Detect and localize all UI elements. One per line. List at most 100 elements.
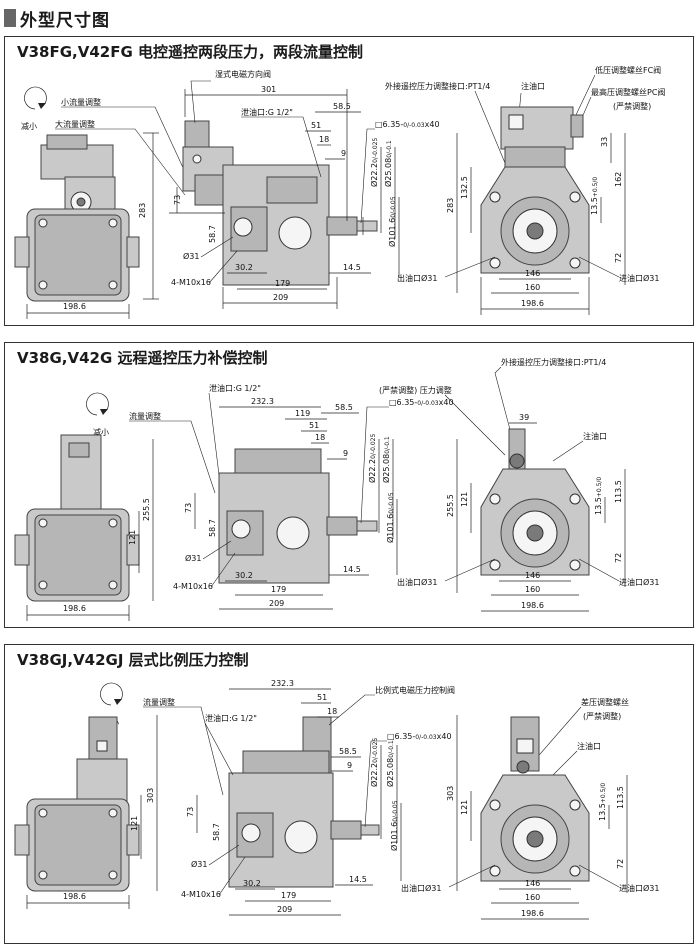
dim-121-right: 121: [460, 800, 469, 815]
inlet-label: 进油口Ø31: [619, 883, 659, 893]
dim-113-5: 113.5: [614, 480, 623, 503]
dim-51: 51: [317, 693, 327, 702]
high-pressure-label: 最高压调整螺丝PC阀: [591, 87, 665, 97]
dim-14-5: 14.5: [343, 565, 361, 574]
flow-label: 流量调整: [129, 411, 161, 421]
shaft-d1: Ø22.20/-0.025: [367, 434, 377, 483]
right-view: [480, 428, 590, 576]
key-label: □6.35-0/-0.03x40: [389, 398, 454, 407]
drain-label: 泄油口:G 1/2": [205, 713, 257, 723]
dim-283-right: 283: [446, 198, 455, 213]
dim-72: 72: [614, 253, 623, 263]
dim-58-7: 58.7: [208, 519, 217, 537]
pilot-d: Ø101.60/-0.05: [385, 492, 395, 543]
panel-gj: V38GJ,V42GJ 层式比例压力控制 减小 流量调整 198.6 303 1…: [4, 644, 694, 944]
dim-51: 51: [309, 421, 319, 430]
ext-port-label: 外接遥控压力调整接口:PT1/4: [385, 81, 490, 91]
low-pressure-label: 低压调整螺丝FC阀: [595, 65, 661, 75]
panel-fg: V38FG,V42FG 电控遥控两段压力，两段流量控制 减小 小流量调整 大流量…: [4, 36, 694, 326]
dim-121-left: 121: [130, 816, 139, 831]
page-title: 外型尺寸图: [20, 10, 110, 31]
dim-209: 209: [273, 293, 288, 302]
small-flow-label: 小流量调整: [61, 97, 101, 107]
dim-198-6-right: 198.6: [521, 299, 544, 308]
dim-33: 33: [600, 137, 609, 147]
dim-119: 119: [295, 409, 310, 418]
fill-port-label: 注油口: [577, 741, 601, 751]
decrease-circle-icon: [86, 392, 109, 416]
flow-label: 流量调整: [143, 697, 175, 707]
panel-g: V38G,V42G 远程遥控压力补偿控制 减小 流量调整 198.6 255.5…: [4, 342, 694, 628]
outlet-label: 出油口Ø31: [401, 883, 441, 893]
dim-283-left: 283: [138, 203, 147, 218]
dim-9: 9: [343, 449, 348, 458]
shaft-d1: Ø22.20/-0.025: [369, 138, 379, 187]
shaft-d2: Ø25.080/-0.1: [381, 436, 391, 483]
dim-198-6-right: 198.6: [521, 601, 544, 610]
dim-198-6-right: 198.6: [521, 909, 544, 918]
dim-160: 160: [525, 283, 540, 292]
dim-18: 18: [327, 707, 337, 716]
pressure-label: (严禁调整) 压力调整: [379, 385, 452, 395]
dim-121-left: 121: [128, 530, 137, 545]
middle-view: [218, 448, 378, 584]
key-label: □6.35-0/-0.03x40: [387, 732, 452, 741]
decrease-label: 减小: [93, 427, 109, 437]
dim-179: 179: [275, 279, 290, 288]
side-view-left: [14, 134, 140, 302]
dim-73: 73: [186, 807, 195, 817]
header-square-icon: [4, 9, 16, 27]
right-view: [480, 106, 590, 274]
ext-port-label: 外接遥控压力调整接口:PT1/4: [501, 357, 606, 367]
large-flow-label: 大流量调整: [55, 119, 95, 129]
side-view-left: [14, 716, 140, 892]
dim-179: 179: [271, 585, 286, 594]
dim-18: 18: [319, 135, 329, 144]
middle-view: [182, 120, 378, 286]
middle-view: [228, 716, 380, 888]
shaft-d2: Ø25.080/-0.1: [385, 740, 395, 787]
inlet-label: 进油口Ø31: [619, 273, 659, 283]
drawing-fg: 减小 小流量调整 大流量调整 198.6 283: [14, 65, 665, 319]
dim-303-left: 303: [146, 788, 155, 803]
dim-51: 51: [311, 121, 321, 130]
bolt-label: 4-M10x16: [171, 278, 211, 287]
drain-label: 泄油口:G 1/2": [209, 383, 261, 393]
dim-73: 73: [173, 195, 182, 205]
port-d-label: Ø31: [185, 553, 201, 563]
port-d-label: Ø31: [191, 859, 207, 869]
dim-146: 146: [525, 879, 540, 888]
pilot-d: Ø101.60/-0.05: [387, 196, 397, 247]
inlet-label: 进油口Ø31: [619, 577, 659, 587]
dim-73: 73: [184, 503, 193, 513]
dim-198-6-left: 198.6: [63, 892, 86, 901]
bolt-label: 4-M10x16: [173, 582, 213, 591]
dim-13-5: 13.5+0.5/0: [590, 177, 599, 215]
dim-13-5: 13.5+0.5/0: [594, 477, 603, 515]
dim-121-right: 121: [460, 492, 469, 507]
decrease-label: 减小: [21, 121, 37, 131]
outlet-label: 出油口Ø31: [397, 273, 437, 283]
dim-301: 301: [261, 85, 276, 94]
dim-9: 9: [347, 761, 352, 770]
diff-pressure-label: 差压调整螺丝: [581, 697, 629, 707]
dim-209: 209: [277, 905, 292, 914]
dim-232-3: 232.3: [251, 397, 274, 406]
dim-14-5: 14.5: [343, 263, 361, 272]
right-view: [480, 716, 590, 882]
panel-title-fg: V38FG,V42FG 电控遥控两段压力，两段流量控制: [17, 43, 364, 61]
dim-58-7: 58.7: [212, 823, 221, 841]
key-label: □6.35-0/-0.03x40: [375, 120, 440, 129]
dim-58-5: 58.5: [333, 102, 351, 111]
panel-title-gj: V38GJ,V42GJ 层式比例压力控制: [17, 651, 249, 669]
port-d-label: Ø31: [183, 251, 199, 261]
page-header: 外型尺寸图: [4, 6, 110, 31]
panel-title-g: V38G,V42G 远程遥控压力补偿控制: [17, 349, 268, 367]
dim-30-2: 30.2: [235, 263, 253, 272]
dim-58-5: 58.5: [339, 747, 357, 756]
prop-valve-label: 比例式电磁压力控制阀: [375, 685, 455, 695]
dim-179: 179: [281, 891, 296, 900]
dim-232-3: 232.3: [271, 679, 294, 688]
decrease-circle-icon: [24, 86, 47, 110]
shaft-d2: Ø25.080/-0.1: [383, 140, 393, 187]
